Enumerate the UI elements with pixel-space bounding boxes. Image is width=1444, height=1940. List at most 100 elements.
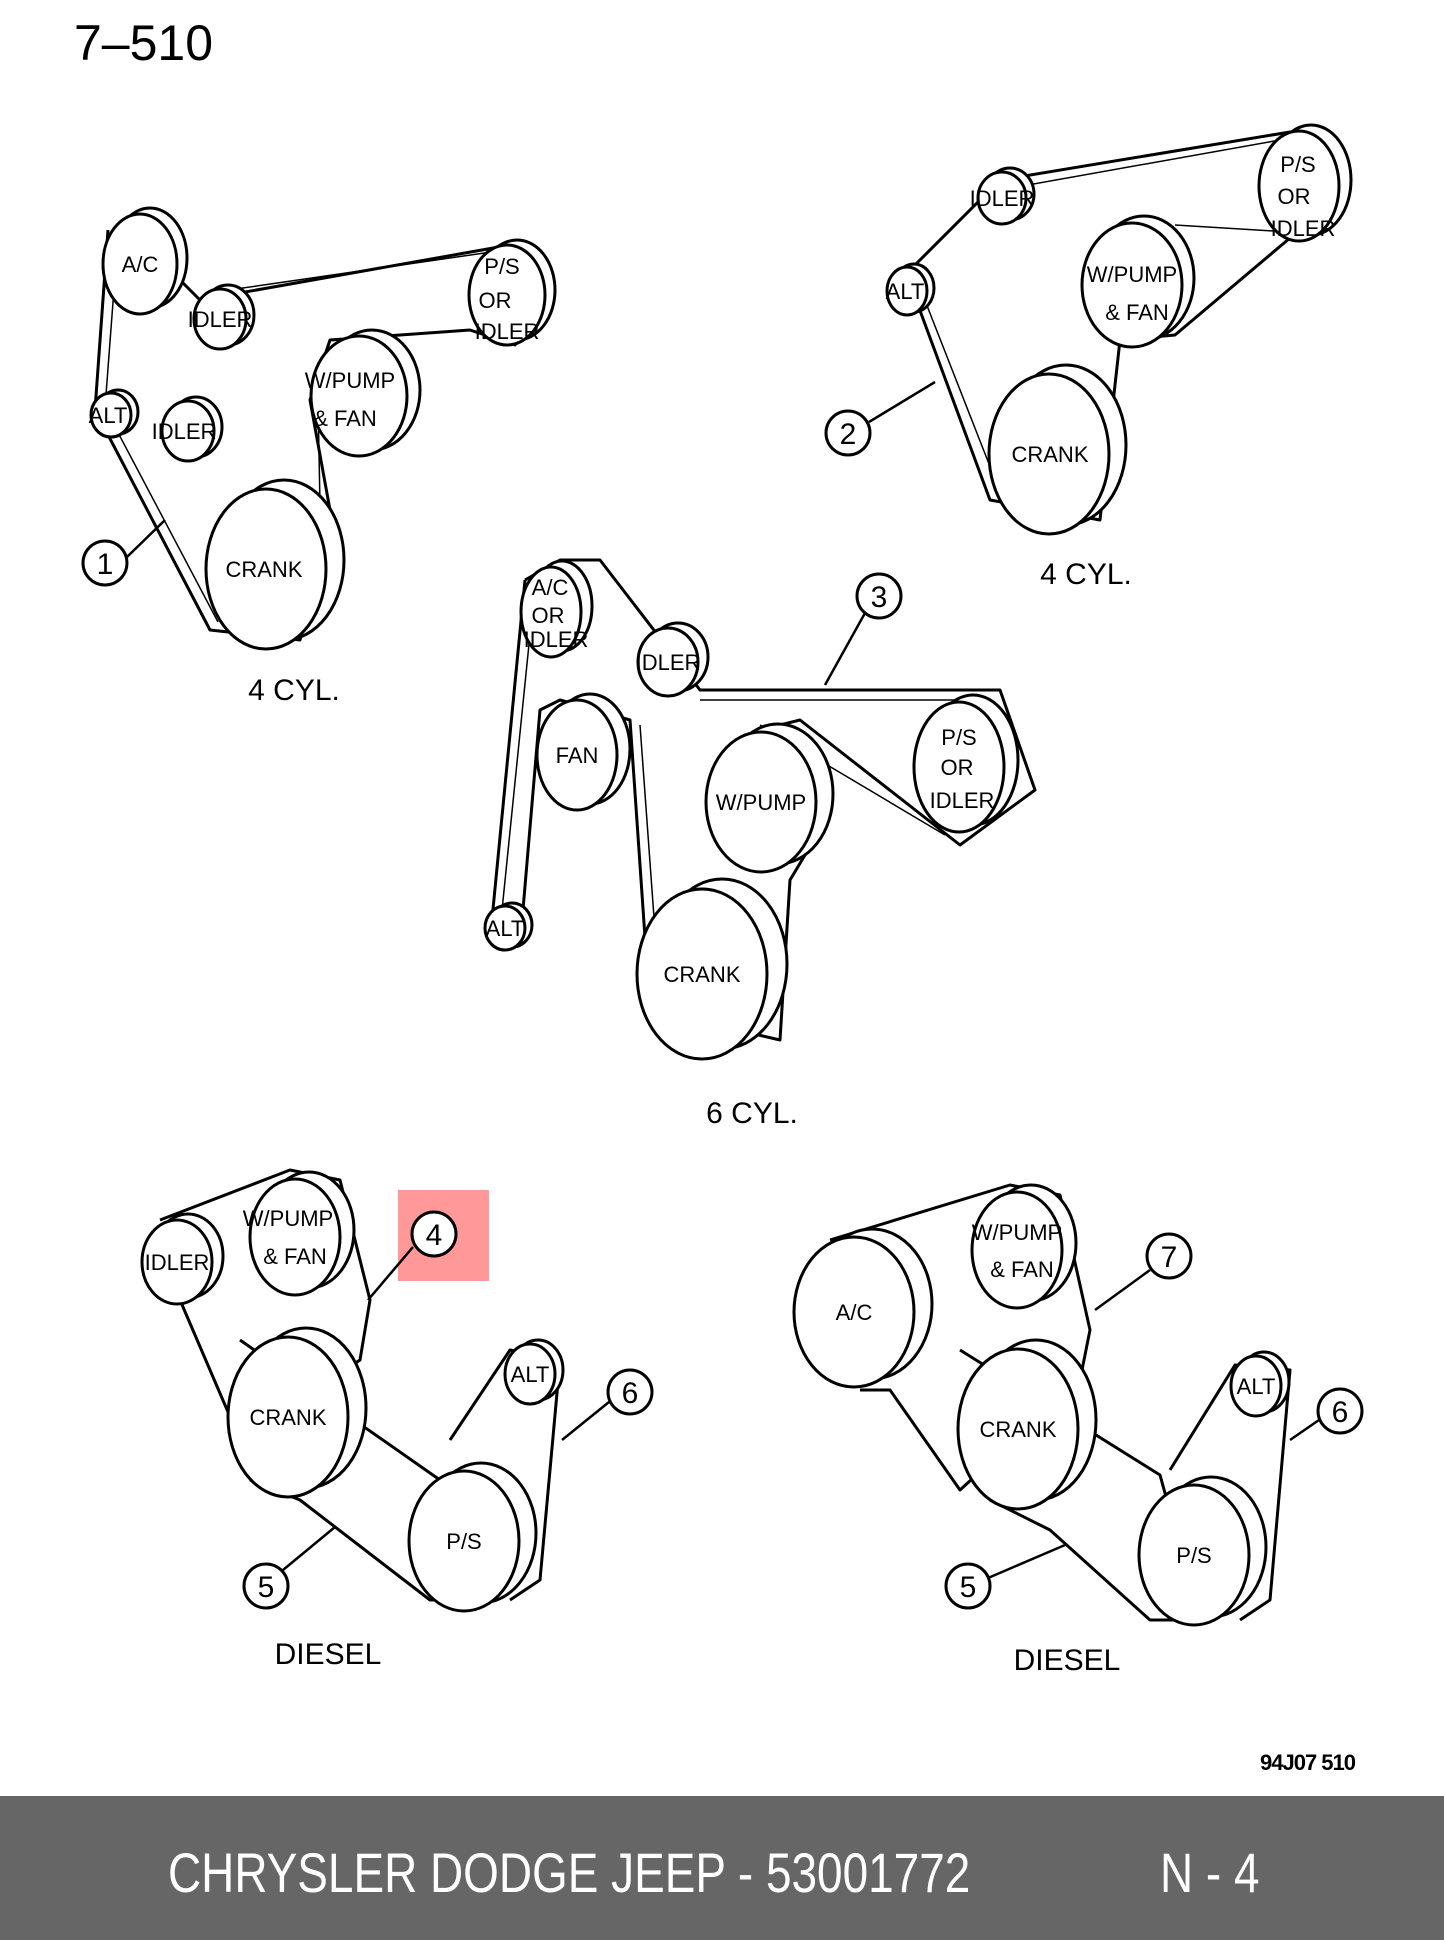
svg-text:CRANK: CRANK bbox=[1011, 442, 1088, 467]
svg-text:CRANK: CRANK bbox=[663, 962, 740, 987]
svg-text:& FAN: & FAN bbox=[1105, 300, 1169, 325]
svg-text:P/S: P/S bbox=[1176, 1543, 1211, 1568]
pulley-wpump-fan: W/PUMP & FAN bbox=[243, 1170, 356, 1297]
pulley-idler: IDLER bbox=[970, 166, 1036, 226]
pulley-ac: A/C bbox=[792, 1227, 934, 1389]
svg-text:IDLER: IDLER bbox=[188, 307, 253, 332]
pulley-crank: CRANK bbox=[956, 1338, 1098, 1511]
diagram-diesel-2: A/C W/PUMP& FAN CRANK ALT P/S 7 5 6 DIES… bbox=[792, 1183, 1364, 1677]
pulley-ps-or-idler: P/S OR IDLER bbox=[1257, 123, 1353, 243]
pulley-wpump: W/PUMP bbox=[704, 722, 835, 874]
pulley-ps: P/S bbox=[1137, 1475, 1268, 1627]
svg-text:A/C: A/C bbox=[532, 575, 569, 600]
svg-text:P/S: P/S bbox=[1280, 152, 1315, 177]
svg-text:5: 5 bbox=[258, 1571, 275, 1604]
svg-text:& FAN: & FAN bbox=[990, 1257, 1054, 1282]
footer-position-text: N - 4 bbox=[1160, 1841, 1260, 1904]
svg-text:ALT: ALT bbox=[511, 1362, 550, 1387]
pulley-idler-2: IDLER bbox=[152, 395, 224, 463]
svg-text:IDLER: IDLER bbox=[152, 419, 217, 444]
svg-text:ALT: ALT bbox=[886, 279, 925, 304]
footer-bar: CHRYSLER DODGE JEEP - 53001772 N - 4 bbox=[0, 1796, 1444, 1940]
pulley-ps: P/S bbox=[407, 1461, 538, 1613]
pulley-ps-or-idler: P/S OR IDLER bbox=[912, 693, 1020, 834]
svg-text:& FAN: & FAN bbox=[263, 1244, 327, 1269]
svg-text:IDLER: IDLER bbox=[475, 319, 540, 344]
svg-text:W/PUMP: W/PUMP bbox=[243, 1206, 333, 1231]
caption-4cyl-1: 4 CYL. bbox=[248, 674, 340, 707]
svg-text:OR: OR bbox=[532, 603, 565, 628]
svg-text:3: 3 bbox=[871, 581, 888, 614]
pulley-wpump-fan: W/PUMP & FAN bbox=[1080, 214, 1196, 349]
callout-1: 1 bbox=[81, 539, 129, 587]
pulley-ps-or-idler: P/S OR IDLER bbox=[467, 238, 557, 347]
svg-text:P/S: P/S bbox=[446, 1529, 481, 1554]
svg-text:P/S: P/S bbox=[484, 254, 519, 279]
pulley-alt: ALT bbox=[503, 1338, 565, 1406]
pulley-idler: IDLER bbox=[636, 621, 710, 698]
pulley-crank: CRANK bbox=[987, 363, 1128, 536]
callout-7: 7 bbox=[1145, 1232, 1193, 1280]
caption-4cyl-2: 4 CYL. bbox=[1040, 558, 1132, 591]
pulley-crank: CRANK bbox=[204, 478, 346, 651]
caption-diesel-1: DIESEL bbox=[275, 1638, 382, 1671]
page-number: 7–510 bbox=[74, 15, 214, 71]
pulley-alt: ALT bbox=[885, 262, 936, 317]
svg-text:7: 7 bbox=[1161, 1241, 1178, 1274]
svg-text:W/PUMP: W/PUMP bbox=[1087, 262, 1177, 287]
svg-text:1: 1 bbox=[97, 548, 114, 581]
callout-6: 6 bbox=[1316, 1387, 1364, 1435]
pulley-alt: ALT bbox=[89, 388, 140, 439]
svg-text:CRANK: CRANK bbox=[249, 1405, 326, 1430]
pulley-wpump-fan: W/PUMP& FAN bbox=[305, 328, 422, 458]
pulley-idler: IDLER bbox=[140, 1212, 225, 1306]
diagram-4cyl-1: A/C IDLER P/S OR IDLER W/PUMP& FAN ALT IDL… bbox=[81, 206, 557, 707]
belt-4 bbox=[148, 1168, 372, 1442]
pulley-alt: ALT bbox=[483, 901, 534, 952]
svg-text:IDLER: IDLER bbox=[930, 788, 995, 813]
svg-text:A/C: A/C bbox=[122, 252, 159, 277]
diagram-4cyl-2: IDLER P/S OR IDLER ALT W/PUMP & FAN CRANK 2… bbox=[824, 123, 1353, 591]
svg-text:4: 4 bbox=[426, 1219, 443, 1252]
belt-1 bbox=[93, 214, 542, 642]
callout-3: 3 bbox=[855, 572, 903, 620]
svg-text:OR: OR bbox=[1278, 184, 1311, 209]
svg-text:IDLER: IDLER bbox=[524, 627, 589, 652]
pulley-crank: CRANK bbox=[226, 1326, 368, 1499]
diagram-diesel-1: IDLER W/PUMP & FAN CRANK ALT P/S 4 5 6 DI… bbox=[140, 1168, 654, 1671]
callout-5: 5 bbox=[242, 1562, 290, 1610]
svg-text:ALT: ALT bbox=[486, 916, 525, 941]
caption-diesel-2: DIESEL bbox=[1014, 1644, 1121, 1677]
svg-text:2: 2 bbox=[840, 418, 857, 451]
svg-text:6: 6 bbox=[1332, 1396, 1349, 1429]
callout-5: 5 bbox=[944, 1562, 992, 1610]
pulley-idler: IDLER bbox=[188, 283, 256, 351]
svg-text:OR: OR bbox=[479, 288, 512, 313]
pulley-crank: CRANK bbox=[635, 877, 789, 1061]
svg-text:IDLER: IDLER bbox=[1271, 216, 1336, 241]
svg-text:P/S: P/S bbox=[941, 725, 976, 750]
svg-text:FAN: FAN bbox=[556, 743, 599, 768]
svg-text:IDLER: IDLER bbox=[145, 1250, 210, 1275]
belt-6 bbox=[1168, 1363, 1292, 1622]
svg-text:OR: OR bbox=[941, 755, 974, 780]
caption-6cyl: 6 CYL. bbox=[706, 1097, 798, 1130]
footer-part-text: CHRYSLER DODGE JEEP - 53001772 bbox=[168, 1841, 971, 1904]
pulley-fan: FAN bbox=[535, 692, 632, 812]
svg-text:6: 6 bbox=[622, 1377, 639, 1410]
svg-text:IDLER: IDLER bbox=[636, 650, 701, 675]
svg-text:IDLER: IDLER bbox=[970, 186, 1035, 211]
callout-2: 2 bbox=[824, 409, 872, 457]
figure-code: 94J07 510 bbox=[1260, 1750, 1356, 1775]
svg-text:W/PUMP: W/PUMP bbox=[972, 1220, 1062, 1245]
svg-text:CRANK: CRANK bbox=[225, 557, 302, 582]
pulley-wpump-fan: W/PUMP & FAN bbox=[970, 1183, 1078, 1310]
callout-4: 4 bbox=[410, 1210, 458, 1258]
svg-text:W/PUMP: W/PUMP bbox=[716, 790, 806, 815]
pulley-ac: A/C bbox=[101, 206, 189, 316]
svg-text:5: 5 bbox=[960, 1571, 977, 1604]
svg-text:CRANK: CRANK bbox=[979, 1417, 1056, 1442]
